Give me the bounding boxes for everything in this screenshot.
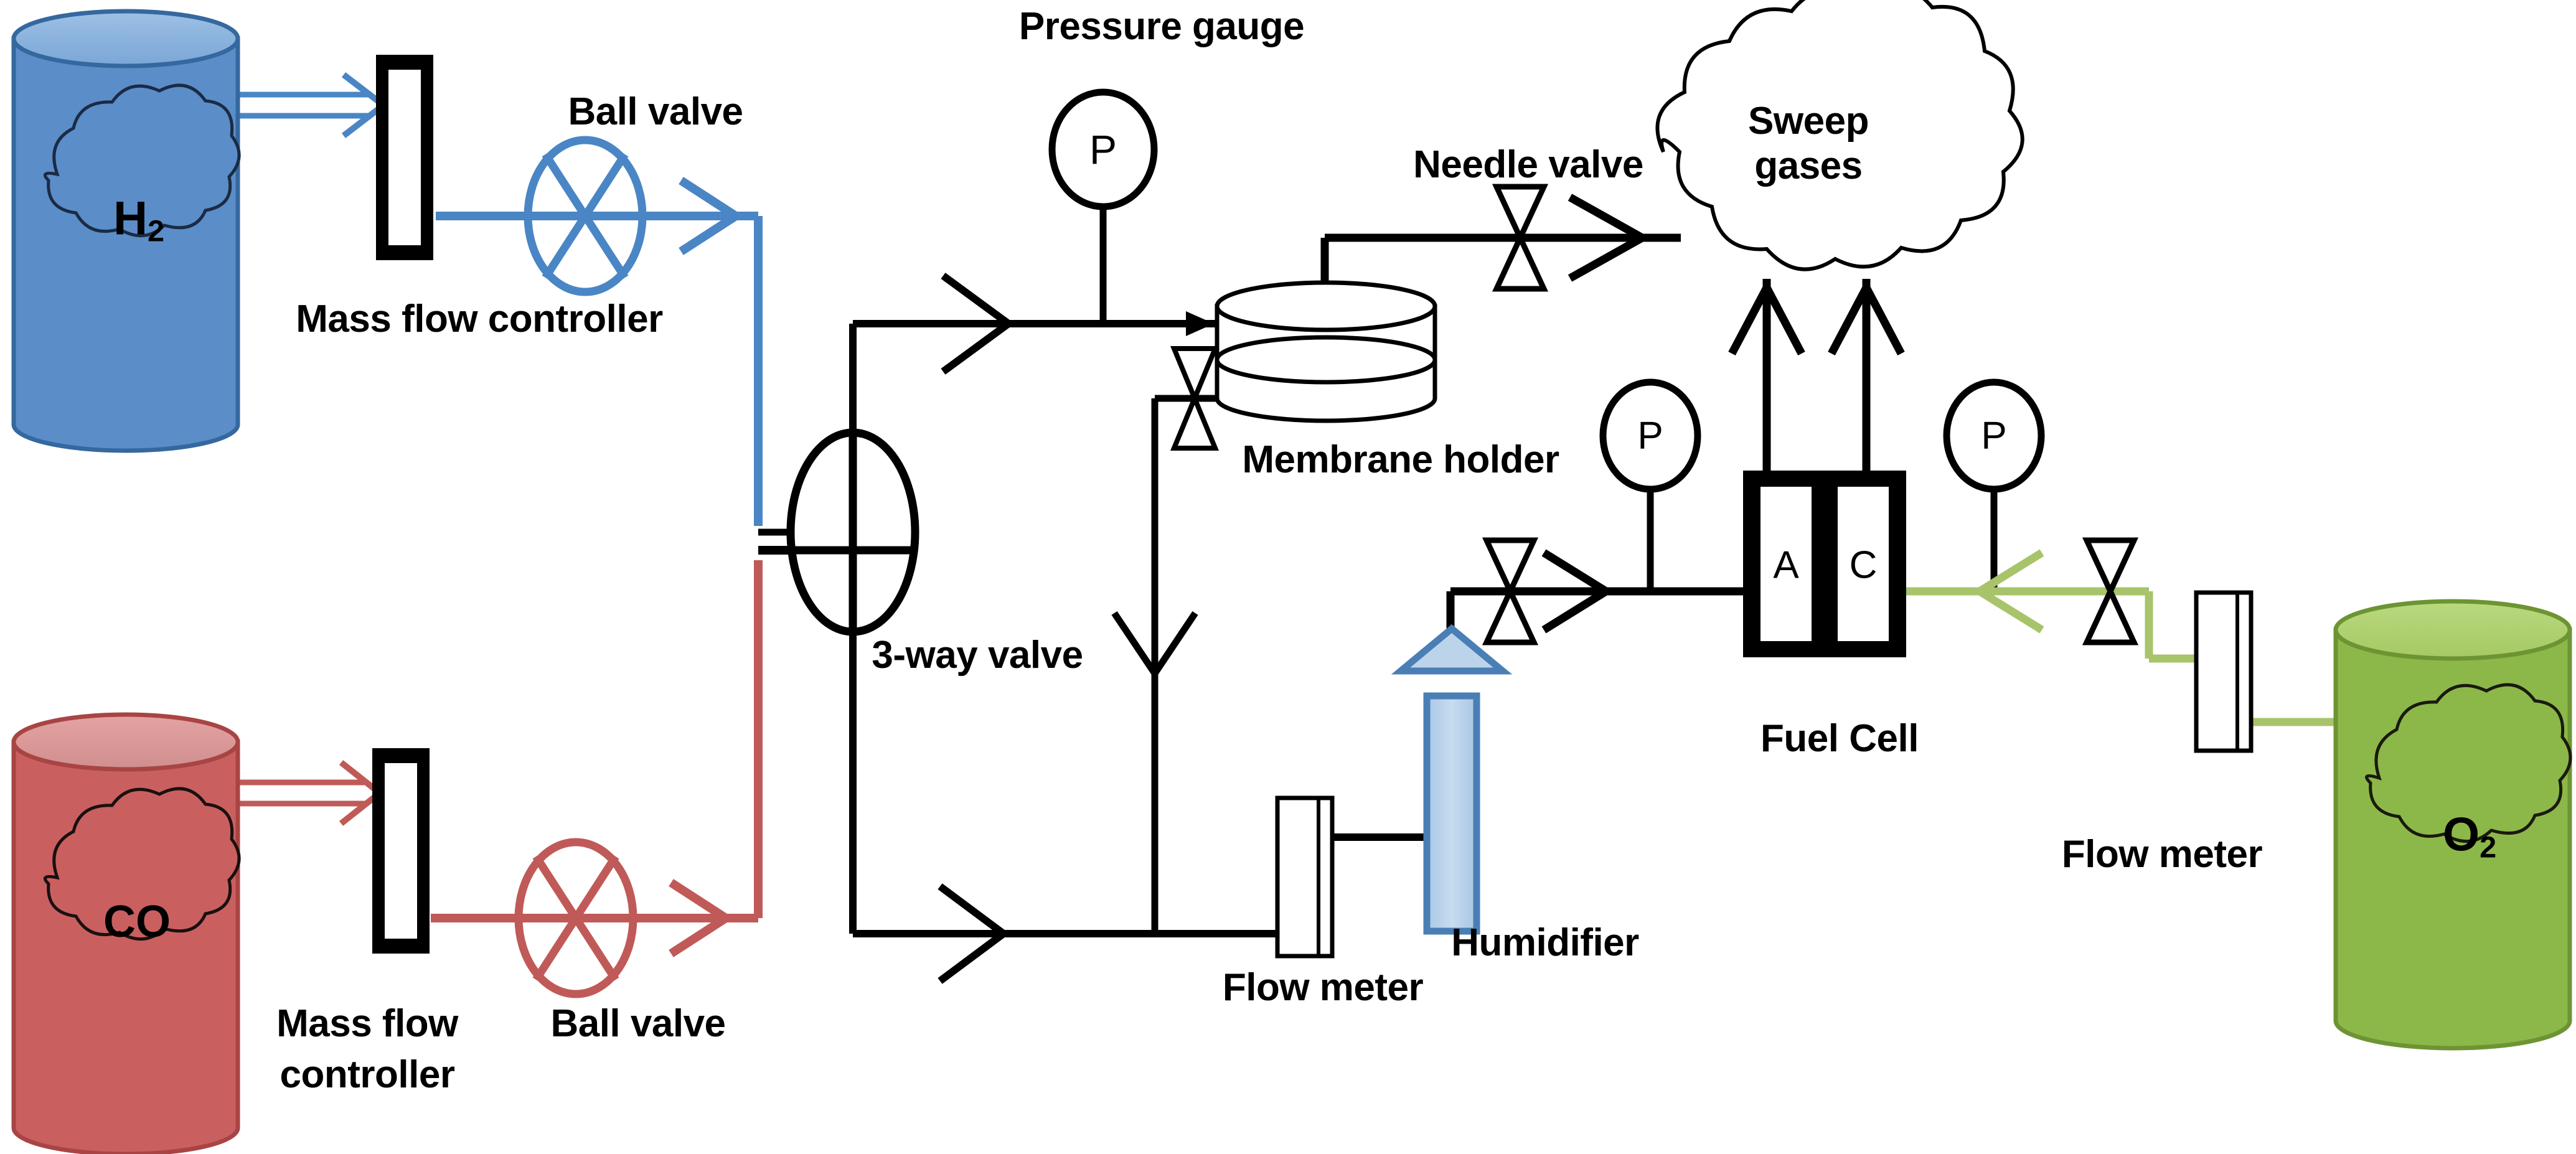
pipe-h2-cylinder-to-mfc: [235, 72, 389, 138]
o2-cylinder: [2333, 599, 2572, 1051]
mass-flow-controller-co: [372, 748, 430, 954]
co-gas-label: CO: [103, 897, 171, 947]
label-fuel-cell: Fuel Cell: [1760, 717, 1919, 760]
pressure-gauge-anode: [1599, 378, 1701, 493]
sweep-gases-cloud: [1655, 0, 2024, 271]
fuel-cell-anode-label: A: [1773, 543, 1799, 587]
fuel-cell: [1743, 471, 1906, 657]
label-ball-valve-co: Ball valve: [550, 1002, 726, 1045]
needle-valve-sweep: [1492, 184, 1549, 292]
label-flow-meter-right: Flow meter: [2061, 833, 2263, 876]
label-mass-flow-controller-co-line2: controller: [280, 1053, 455, 1096]
pressure-gauge-cathode: [1943, 378, 2045, 493]
ball-valve-h2: [524, 136, 647, 296]
needle-valve-membrane: [1170, 346, 1219, 451]
pipe-fuelcell-exhaust-risers: [1728, 279, 1905, 471]
mass-flow-controller-h2: [376, 55, 433, 260]
label-sweep-gases-line2: gases: [1754, 144, 1863, 187]
pipe-h2-main: [436, 177, 763, 526]
pressure-gauge-anode-symbol: P: [1637, 414, 1663, 457]
pipe-co-cylinder-to-mfc: [237, 760, 385, 826]
label-humidifier: Humidifier: [1451, 921, 1639, 964]
label-mass-flow-controller-h2: Mass flow controller: [296, 298, 663, 340]
pressure-gauge-membrane-symbol: P: [1089, 126, 1117, 172]
three-way-valve: [786, 428, 919, 636]
pressure-gauge-cathode-symbol: P: [1981, 414, 2007, 457]
fuel-cell-cathode-label: C: [1849, 543, 1878, 587]
label-sweep-gases-line1: Sweep: [1748, 100, 1869, 143]
label-needle-valve: Needle valve: [1413, 143, 1643, 186]
label-membrane-holder: Membrane holder: [1242, 438, 1559, 481]
ball-valve-co: [514, 838, 637, 998]
membrane-holder: [1215, 280, 1437, 423]
flow-meter-center: [1275, 795, 1335, 959]
needle-valve-cathode: [2082, 537, 2139, 645]
label-mass-flow-controller-co-line1: Mass flow: [276, 1002, 458, 1045]
label-ball-valve-h2: Ball valve: [568, 90, 743, 133]
humidifier: [1391, 624, 1513, 935]
co-cylinder: [11, 712, 241, 1154]
o2-gas-label: O2: [2443, 808, 2497, 865]
pipe-co-main: [431, 560, 763, 957]
pipe-membrane-outlet: [1111, 395, 1220, 934]
pipe-top-branch: [853, 273, 1226, 375]
pressure-gauge-membrane: [1048, 88, 1158, 210]
h2-cylinder: [11, 9, 241, 453]
label-three-way-valve: 3-way valve: [872, 634, 1083, 677]
label-flow-meter-center: Flow meter: [1222, 966, 1424, 1009]
pipe-bottom-branch: [849, 696, 1282, 984]
flow-meter-right: [2194, 590, 2254, 753]
label-pressure-gauge: Pressure gauge: [1018, 5, 1305, 48]
h2-gas-label: H2: [113, 192, 165, 248]
needle-valve-anode: [1482, 537, 1539, 645]
